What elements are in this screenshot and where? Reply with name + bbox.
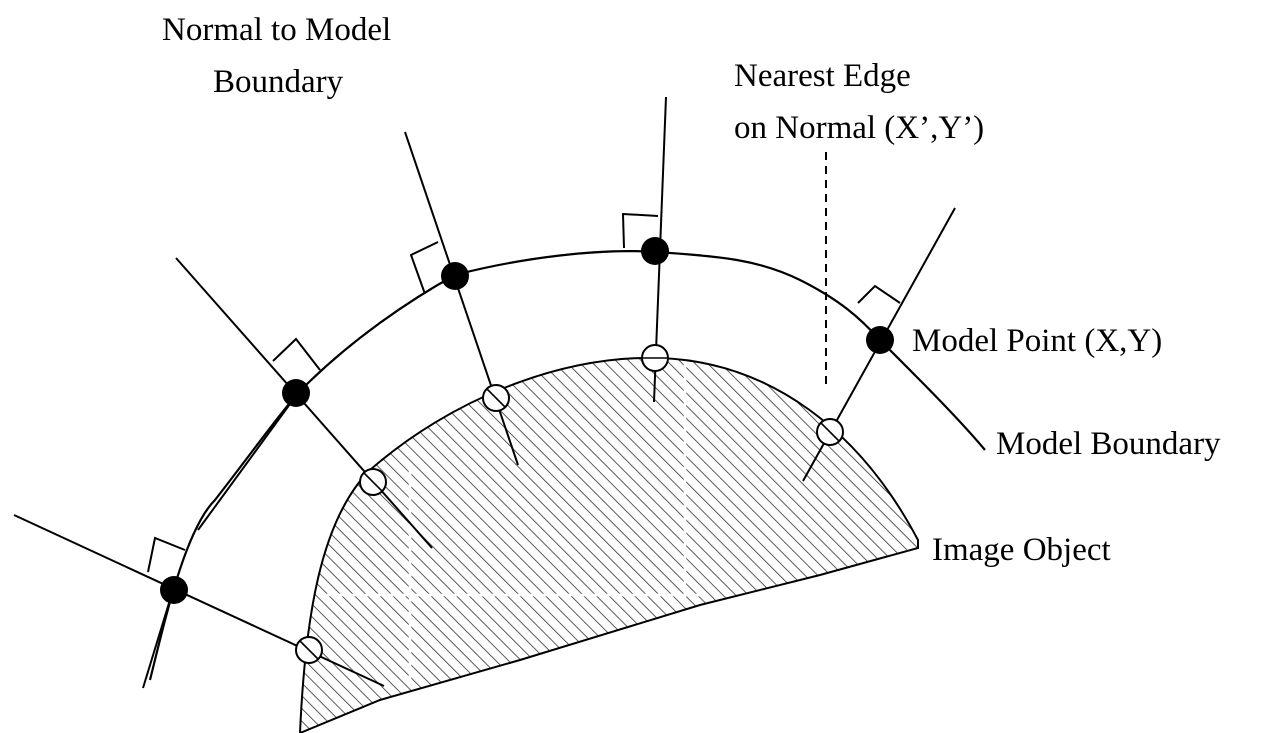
edge-point: [359, 468, 387, 496]
model-point: [641, 237, 669, 265]
edge-point: [482, 384, 510, 412]
right-angle-marker: [272, 337, 321, 371]
image-object-region: [298, 356, 919, 733]
label-nearest-line2: on Normal (X’,Y’): [734, 110, 984, 146]
tangent-segments: [142, 392, 299, 689]
edge-point: [295, 636, 323, 664]
right-angle-markers: [147, 212, 901, 573]
right-angle-marker: [409, 241, 439, 295]
right-angle-marker: [147, 536, 186, 573]
label-image-object: Image Object: [932, 532, 1111, 568]
model-point: [441, 262, 469, 290]
model-points: [160, 237, 894, 604]
edge-point: [816, 418, 844, 446]
model-point: [866, 326, 894, 354]
label-normal-line2: Boundary: [213, 64, 344, 100]
model-point: [282, 379, 310, 407]
label-model-boundary: Model Boundary: [996, 426, 1221, 462]
right-angle-marker: [621, 212, 659, 249]
model-point: [160, 576, 188, 604]
label-model-point: Model Point (X,Y): [912, 323, 1162, 359]
edge-point: [641, 344, 669, 372]
model-boundary-curve: [148, 250, 986, 681]
right-angle-marker: [857, 284, 901, 304]
edge-points: [295, 344, 844, 664]
normal-line: [13, 514, 385, 687]
label-normal-line1: Normal to Model: [162, 12, 391, 48]
label-nearest-line1: Nearest Edge: [734, 58, 911, 94]
